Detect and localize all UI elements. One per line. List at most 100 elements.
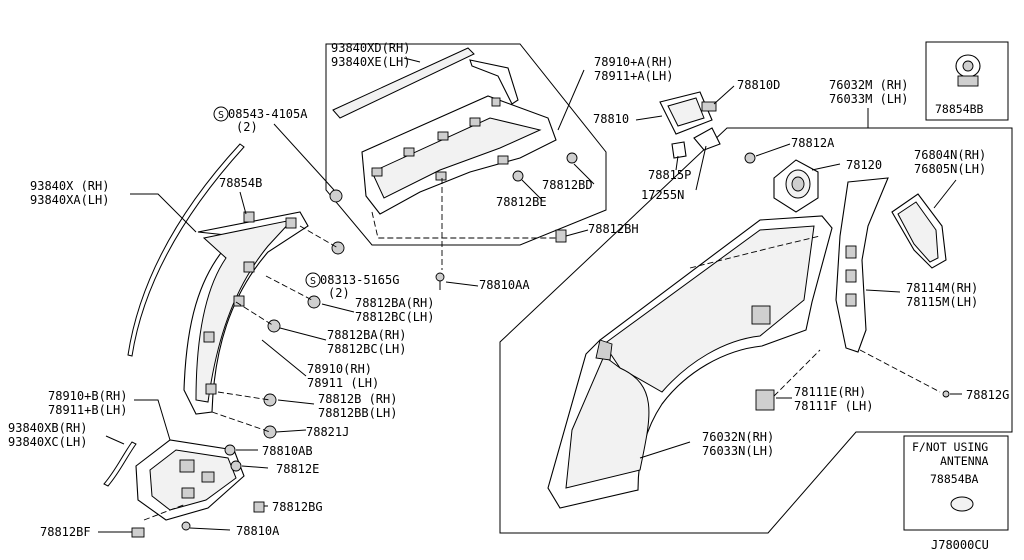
diagram-code: J78000CU bbox=[931, 538, 989, 552]
clip-78812A bbox=[744, 152, 756, 164]
leader-line bbox=[261, 339, 307, 377]
leader-dash bbox=[299, 225, 339, 249]
leader-dash bbox=[773, 349, 821, 397]
screw-08313 bbox=[331, 241, 345, 255]
liner-clip bbox=[243, 211, 255, 223]
callout-label: 78854B bbox=[219, 176, 262, 190]
inset-box bbox=[925, 41, 1009, 121]
inset-label: 78854BA bbox=[930, 472, 979, 486]
callout-label: 78821J bbox=[306, 425, 349, 439]
screw-symbol-letter: S bbox=[310, 276, 316, 287]
callout-label: 78111E(RH) bbox=[794, 385, 866, 399]
callout-label: 78812BH bbox=[588, 222, 639, 236]
callout-label: 76805N(LH) bbox=[914, 162, 986, 176]
grommet-hole bbox=[962, 60, 974, 72]
callout-label: 93840XA(LH) bbox=[30, 193, 109, 207]
pillar-panel bbox=[835, 177, 889, 353]
callout-label: 78812E bbox=[276, 462, 319, 476]
trim-clip bbox=[491, 97, 501, 107]
screw-78810AA bbox=[435, 272, 445, 282]
leader-dash bbox=[143, 503, 187, 521]
callout-label: 78812BG bbox=[272, 500, 323, 514]
clip-78812G bbox=[942, 390, 950, 398]
rear-fender-76032N bbox=[547, 215, 833, 509]
leader-line bbox=[189, 527, 231, 531]
rear-fender-side-face bbox=[565, 355, 650, 489]
liner-clip bbox=[243, 261, 255, 273]
leader-line bbox=[573, 163, 595, 185]
clip-78821J bbox=[263, 425, 277, 439]
screw-symbol-icon bbox=[305, 272, 321, 288]
inset-box bbox=[903, 435, 1009, 531]
leader-line bbox=[105, 435, 125, 445]
leader-line bbox=[675, 155, 679, 171]
callout-label: 76033M (LH) bbox=[829, 92, 908, 106]
header-trim-strip bbox=[332, 47, 475, 119]
screw-08543 bbox=[329, 189, 343, 203]
upper-trim-78910A bbox=[361, 95, 557, 215]
callout-label: 78815P bbox=[648, 168, 691, 182]
grommet-base bbox=[957, 75, 979, 87]
callout-label: 93840XE(LH) bbox=[331, 55, 410, 69]
clip-78812BF bbox=[131, 527, 145, 538]
callout-label: 78812BA(RH) bbox=[327, 328, 406, 342]
callout-label: 78812BD bbox=[542, 178, 593, 192]
fender-lip bbox=[595, 339, 613, 361]
molding-93840XB bbox=[103, 441, 137, 487]
leader-line bbox=[277, 399, 315, 405]
liner-clip bbox=[233, 295, 245, 307]
callout-label: (2) bbox=[328, 286, 350, 300]
leader-line bbox=[445, 281, 479, 287]
screw-78812BE bbox=[512, 170, 524, 182]
leader-line bbox=[635, 115, 663, 121]
callout-label: 78810 bbox=[593, 112, 629, 126]
callout-label: 78910+A(RH) bbox=[594, 55, 673, 69]
callout-label: 78812BC(LH) bbox=[355, 310, 434, 324]
clip-78812E bbox=[230, 460, 242, 472]
trim-76804N-face bbox=[897, 201, 939, 263]
leader-line bbox=[933, 179, 957, 209]
leader-dash bbox=[235, 301, 275, 327]
leader-line bbox=[521, 179, 543, 201]
callout-label: 78810D bbox=[737, 78, 780, 92]
clip-78111E bbox=[755, 389, 775, 411]
leader-line bbox=[695, 145, 707, 191]
flare-face bbox=[149, 449, 237, 511]
leader-line bbox=[241, 465, 269, 469]
flare-clip bbox=[179, 459, 195, 473]
callout-label: 78812B (RH) bbox=[318, 392, 397, 406]
trim-clip bbox=[403, 147, 415, 157]
spring-78815P bbox=[671, 141, 687, 159]
clip-78812B bbox=[263, 393, 277, 407]
callout-label: 93840XB(RH) bbox=[8, 421, 87, 435]
leader-line bbox=[403, 57, 421, 63]
pillar-clip bbox=[845, 269, 857, 283]
plug-78854BA bbox=[950, 496, 974, 512]
trim-clip bbox=[437, 131, 449, 141]
antenna-housing-hole bbox=[791, 176, 805, 192]
callout-label: 93840XC(LH) bbox=[8, 435, 87, 449]
flare-clip bbox=[201, 471, 215, 483]
callout-label: 78810A bbox=[236, 524, 280, 538]
inset-label: F/NOT USING bbox=[912, 440, 988, 454]
leader-line bbox=[239, 191, 247, 215]
callout-label: 78115M(LH) bbox=[906, 295, 978, 309]
callout-label: 78812BE bbox=[496, 195, 547, 209]
callout-label: 78812BF bbox=[40, 525, 91, 539]
callout-label: 76032N(RH) bbox=[702, 430, 774, 444]
leader-line bbox=[321, 303, 355, 313]
callout-label: 78812G bbox=[966, 388, 1009, 402]
trim-clip bbox=[435, 171, 447, 181]
screw-symbol-letter: S bbox=[218, 110, 224, 121]
seal-17255N bbox=[693, 127, 721, 151]
filler-housing-face bbox=[667, 97, 705, 127]
callout-label: 78910(RH) bbox=[307, 362, 372, 376]
leader-dash bbox=[265, 275, 313, 301]
callout-label: 78810AA bbox=[479, 278, 530, 292]
leader-line bbox=[273, 123, 335, 191]
callout-label: 78810AB bbox=[262, 444, 313, 458]
clip-78812BH bbox=[555, 229, 567, 243]
leader-line bbox=[279, 327, 327, 341]
leader-dash bbox=[859, 349, 941, 393]
